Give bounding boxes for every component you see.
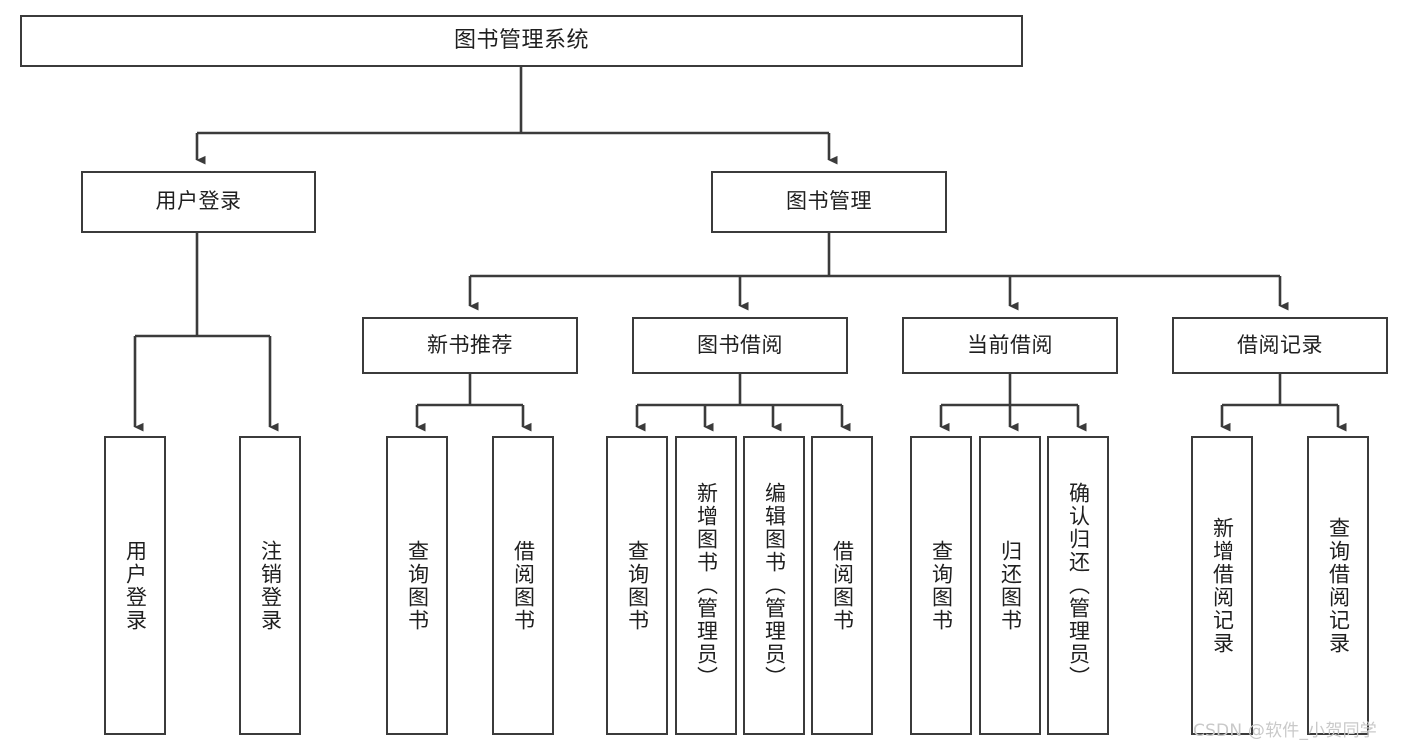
leaf-query-book-1[interactable]: 查询图书 bbox=[386, 436, 448, 735]
node-user-login[interactable]: 用户登录 bbox=[81, 171, 316, 233]
node-label: 当前借阅 bbox=[967, 332, 1053, 357]
leaf-borrow-book-1[interactable]: 借阅图书 bbox=[492, 436, 554, 735]
node-label: 新增借阅记录 bbox=[1210, 516, 1235, 655]
leaf-query-book-3[interactable]: 查询图书 bbox=[910, 436, 972, 735]
node-label: 用户登录 bbox=[123, 539, 148, 632]
leaf-confirm-return[interactable]: 确认归还（管理员） bbox=[1047, 436, 1109, 735]
node-current-borrow[interactable]: 当前借阅 bbox=[902, 317, 1118, 374]
node-label: 新增图书（管理员） bbox=[694, 482, 719, 689]
leaf-edit-book[interactable]: 编辑图书（管理员） bbox=[743, 436, 805, 735]
watermark-text: CSDN @软件_小贺同学 bbox=[1193, 721, 1377, 741]
node-book-borrow[interactable]: 图书借阅 bbox=[632, 317, 848, 374]
node-label: 图书管理 bbox=[786, 189, 872, 214]
leaf-add-record[interactable]: 新增借阅记录 bbox=[1191, 436, 1253, 735]
node-label: 图书管理系统 bbox=[453, 27, 589, 53]
node-root-system[interactable]: 图书管理系统 bbox=[20, 15, 1023, 67]
node-borrow-record[interactable]: 借阅记录 bbox=[1172, 317, 1388, 374]
node-label: 归还图书 bbox=[998, 539, 1023, 632]
node-label: 查询图书 bbox=[625, 539, 650, 632]
node-label: 借阅图书 bbox=[830, 539, 855, 632]
leaf-add-book[interactable]: 新增图书（管理员） bbox=[675, 436, 737, 735]
leaf-borrow-book-2[interactable]: 借阅图书 bbox=[811, 436, 873, 735]
leaf-user-login[interactable]: 用户登录 bbox=[104, 436, 166, 735]
node-label: 借阅图书 bbox=[511, 539, 536, 632]
node-label: 查询图书 bbox=[405, 539, 430, 632]
leaf-return-book[interactable]: 归还图书 bbox=[979, 436, 1041, 735]
node-label: 新书推荐 bbox=[427, 332, 513, 357]
node-new-book-recommend[interactable]: 新书推荐 bbox=[362, 317, 578, 374]
leaf-query-record[interactable]: 查询借阅记录 bbox=[1307, 436, 1369, 735]
node-label: 注销登录 bbox=[258, 539, 283, 632]
node-label: 图书借阅 bbox=[697, 332, 783, 357]
node-label: 查询借阅记录 bbox=[1326, 516, 1351, 655]
leaf-logout[interactable]: 注销登录 bbox=[239, 436, 301, 735]
node-label: 用户登录 bbox=[155, 189, 242, 214]
leaf-query-book-2[interactable]: 查询图书 bbox=[606, 436, 668, 735]
node-book-manage[interactable]: 图书管理 bbox=[711, 171, 947, 233]
node-label: 确认归还（管理员） bbox=[1066, 482, 1091, 689]
node-label: 查询图书 bbox=[929, 539, 954, 632]
node-label: 借阅记录 bbox=[1237, 332, 1323, 357]
node-label: 编辑图书（管理员） bbox=[762, 482, 787, 689]
